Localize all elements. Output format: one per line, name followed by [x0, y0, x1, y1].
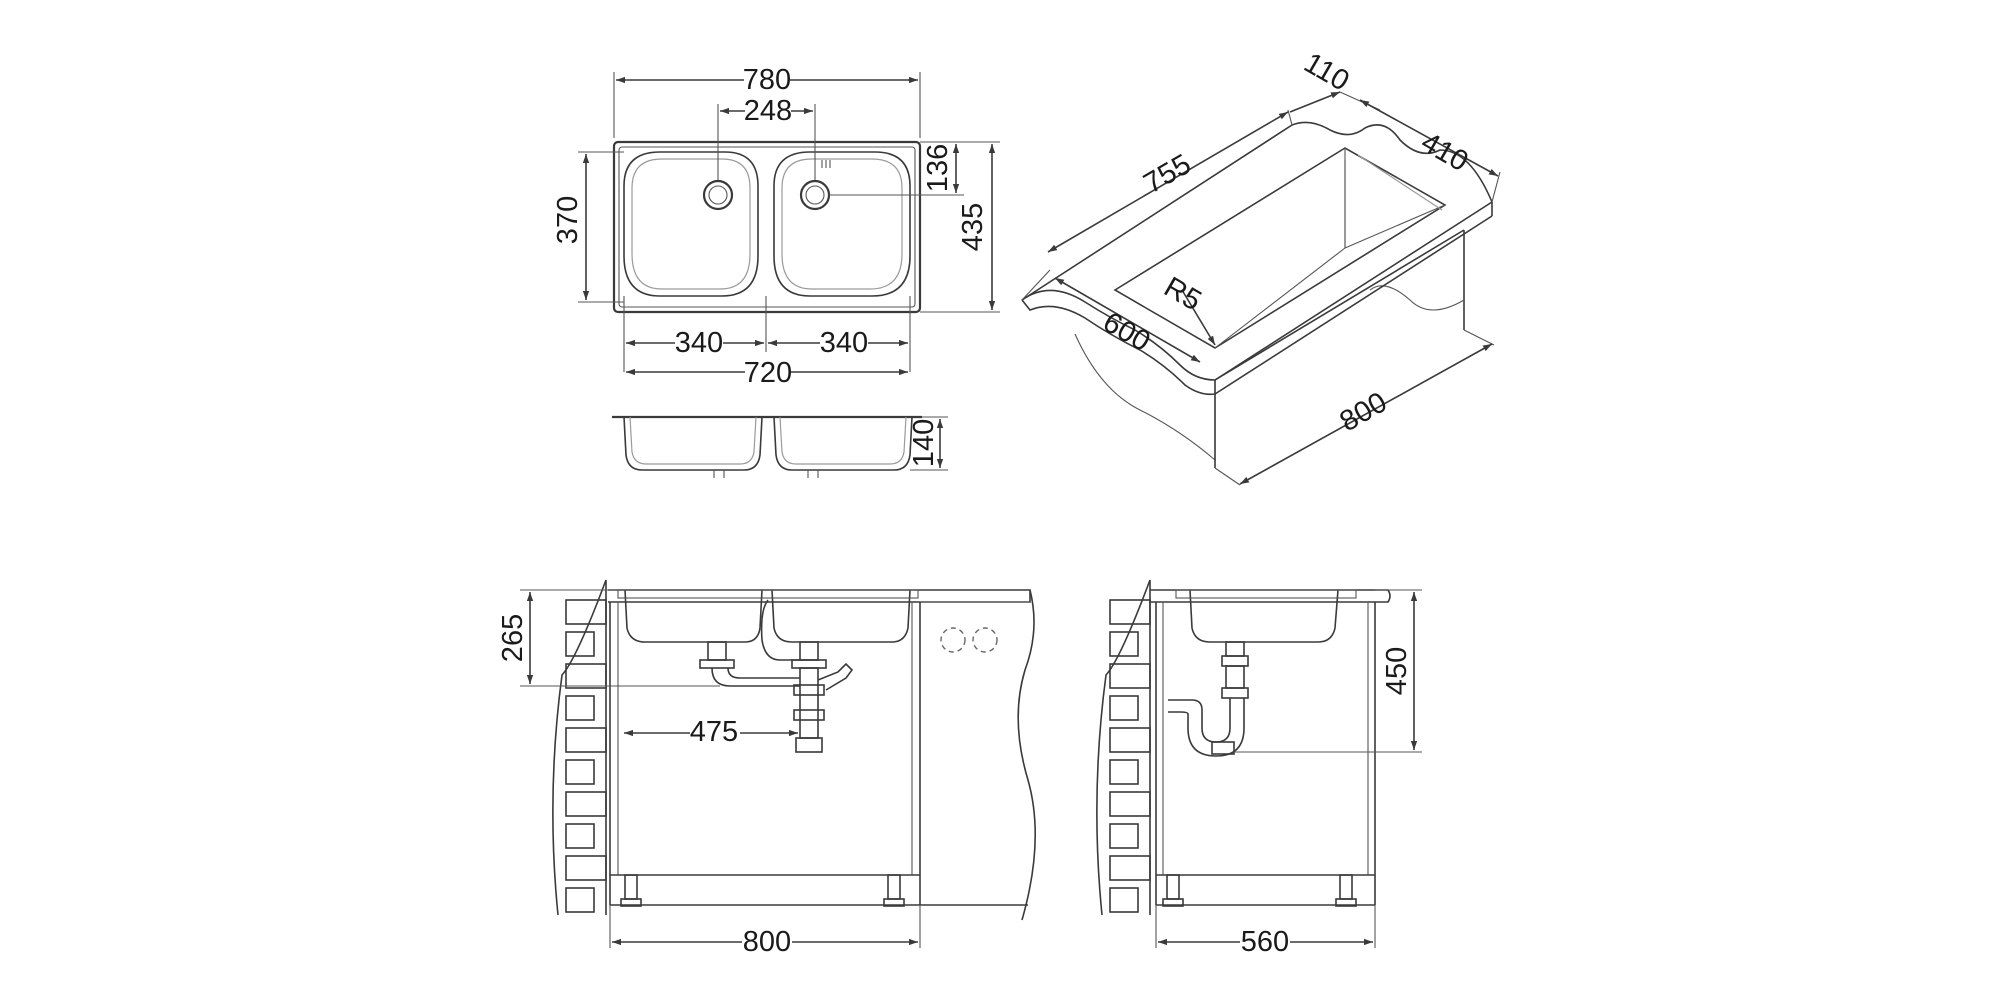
- dim-265: 265: [497, 614, 529, 662]
- dim-800-front: 800: [743, 926, 791, 958]
- brick: [1109, 823, 1139, 849]
- dim-110: 110: [1298, 47, 1354, 98]
- tap-hole-2: [972, 627, 998, 653]
- side-install-view: 450 560: [1096, 579, 1422, 958]
- dim-435: 435: [957, 203, 989, 251]
- dim-340-left: 340: [675, 327, 723, 359]
- left-drain: [702, 179, 734, 211]
- iso-view: 755 110 410 R5 600 800: [1021, 47, 1501, 486]
- brick: [565, 791, 607, 817]
- section-view: 140: [612, 415, 948, 478]
- side-bowl: [1189, 589, 1339, 643]
- tap-hole-1: [940, 627, 966, 653]
- section-right-bowl: [773, 416, 913, 471]
- front-install-view: 265 475 800: [497, 579, 1037, 958]
- right-drain: [799, 179, 831, 211]
- dim-475: 475: [690, 716, 738, 748]
- dim-410: 410: [1416, 126, 1474, 178]
- brick: [1109, 887, 1139, 913]
- dim-340-right: 340: [820, 327, 868, 359]
- dim-780: 780: [743, 64, 791, 96]
- brick: [1109, 759, 1139, 785]
- brick: [1109, 855, 1151, 881]
- dim-720: 720: [744, 357, 792, 389]
- brick: [1109, 727, 1151, 753]
- brick: [1109, 695, 1139, 721]
- dim-140: 140: [908, 419, 940, 467]
- brick: [565, 823, 595, 849]
- brick: [565, 695, 595, 721]
- dim-r5: R5: [1158, 271, 1206, 317]
- brick: [565, 599, 607, 625]
- dim-560: 560: [1241, 926, 1289, 958]
- brick: [565, 855, 607, 881]
- top-view: 780 248 136 435 370 340 340: [552, 64, 1000, 389]
- brick: [565, 727, 607, 753]
- iso-cabinet: [1074, 333, 1216, 462]
- dim-248: 248: [744, 95, 792, 127]
- brick: [1109, 599, 1151, 625]
- left-bowl: [623, 151, 759, 297]
- wall-break-line: [1096, 579, 1151, 916]
- wall-break-line: [552, 579, 607, 916]
- brick: [565, 663, 607, 689]
- brick-wall-left: [552, 579, 607, 916]
- brick: [565, 759, 595, 785]
- brick-wall-right: [1096, 579, 1151, 916]
- dim-136: 136: [922, 144, 954, 192]
- sink-outline: [612, 140, 922, 314]
- right-bowl: [773, 151, 911, 297]
- brick: [1109, 663, 1151, 689]
- section-left-bowl: [623, 416, 763, 471]
- front-right-bowl: [771, 589, 911, 643]
- dim-370: 370: [552, 196, 584, 244]
- dim-450: 450: [1381, 647, 1413, 695]
- brick: [1109, 791, 1151, 817]
- front-left-bowl: [624, 589, 763, 643]
- brick: [565, 887, 595, 913]
- dim-800-iso: 800: [1335, 386, 1393, 438]
